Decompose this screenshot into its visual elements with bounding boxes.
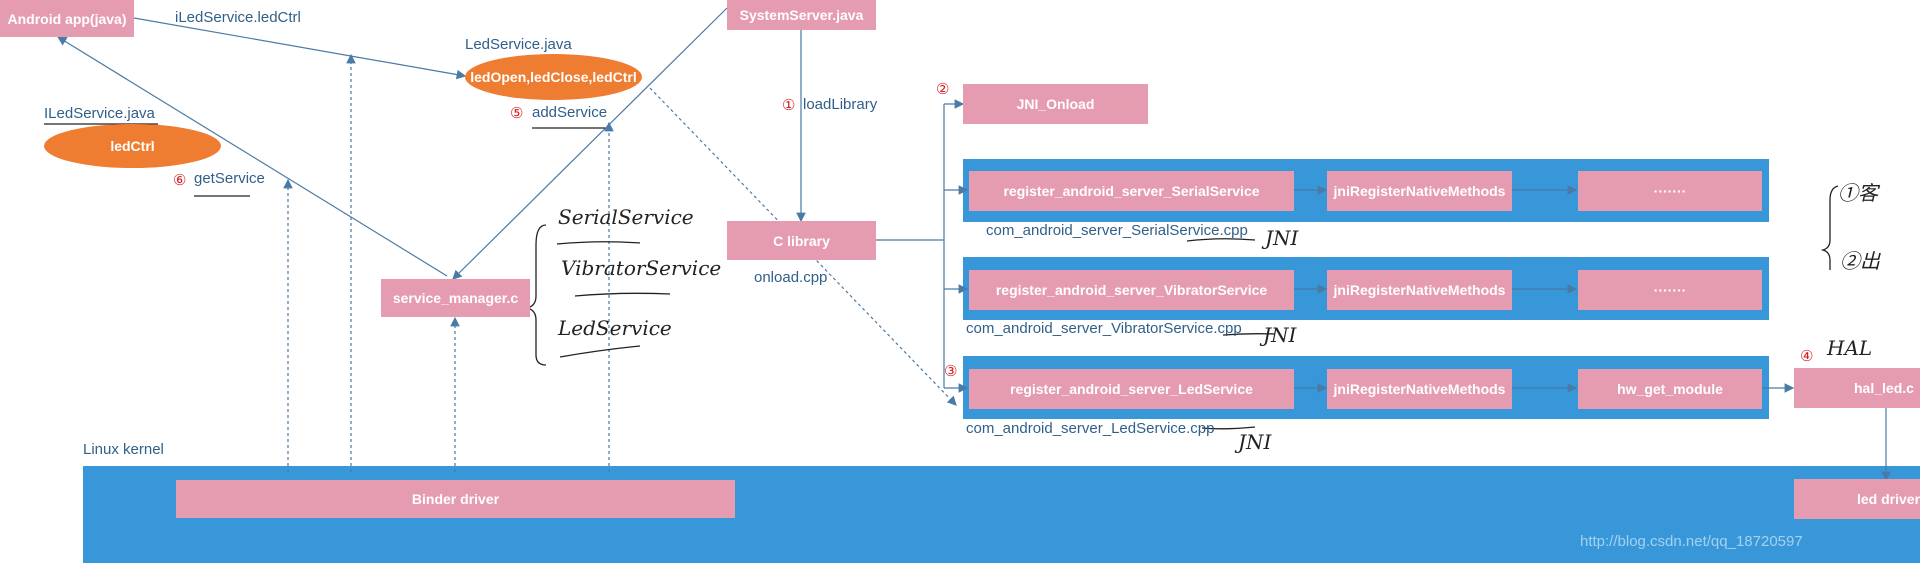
led-service-methods-ellipse: ledOpen,ledClose,ledCtrl — [465, 54, 642, 100]
vibrator-cpp-label: com_android_server_VibratorService.cpp — [966, 320, 1242, 337]
binder-driver-box: Binder driver — [176, 480, 735, 518]
jni-onload-box: JNI_Onload — [963, 84, 1148, 124]
register-led-box: register_android_server_LedService — [969, 369, 1294, 409]
system-server-box: SystemServer.java — [727, 0, 876, 30]
add-service-label: addService — [532, 104, 608, 121]
serial-cpp-label: com_android_server_SerialService.cpp — [986, 222, 1248, 239]
jni-register-vibrator-box: jniRegisterNativeMethods — [1327, 270, 1512, 310]
hal-led-box: hal_led.c — [1794, 368, 1920, 408]
get-service-label: getService — [194, 170, 265, 187]
step-number-5: ⑤ — [510, 105, 524, 122]
handwritten-note-2: ②出 — [1840, 249, 1880, 273]
onload-cpp-label: onload.cpp — [754, 269, 828, 286]
step-number-6: ⑥ — [173, 172, 187, 189]
register-vibrator-box: register_android_server_VibratorService — [969, 270, 1294, 310]
dots-vibrator-box: ······· — [1578, 270, 1762, 310]
handwritten-jni-vibrator: JNI — [1263, 323, 1297, 347]
android-app-box: Android app(java) — [0, 0, 134, 37]
handwritten-jni-serial: JNI — [1265, 226, 1299, 250]
jni-register-led-box: jniRegisterNativeMethods — [1327, 369, 1512, 409]
iled-service-java-label: ILedService.java — [44, 105, 155, 122]
handwritten-jni-led: JNI — [1238, 430, 1272, 454]
step-number-4: ④ — [1800, 348, 1814, 365]
iled-ctrl-ellipse: ledCtrl — [44, 124, 221, 168]
led-service-java-label: LedService.java — [465, 36, 572, 53]
watermark-text: http://blog.csdn.net/qq_18720597 — [1580, 533, 1803, 550]
handwritten-led-service: LedService — [558, 316, 672, 340]
step-number-2: ② — [936, 81, 950, 98]
iled-call-label: iLedService.ledCtrl — [175, 9, 301, 26]
step-number-1: ① — [782, 97, 796, 114]
handwritten-note-1: ①客 — [1838, 181, 1878, 205]
led-driver-box: led driver — [1794, 479, 1920, 519]
handwritten-hal: HAL — [1827, 336, 1873, 360]
dots-serial-box: ······· — [1578, 171, 1762, 211]
handwritten-serial-service: SerialService — [558, 205, 694, 229]
linux-kernel-label: Linux kernel — [83, 441, 164, 458]
c-library-box: C library — [727, 221, 876, 260]
hw-get-module-box: hw_get_module — [1578, 369, 1762, 409]
handwritten-vibrator-service: VibratorService — [561, 256, 722, 280]
service-manager-box: service_manager.c — [381, 279, 530, 317]
register-serial-box: register_android_server_SerialService — [969, 171, 1294, 211]
jni-register-serial-box: jniRegisterNativeMethods — [1327, 171, 1512, 211]
led-cpp-label: com_android_server_LedService.cpp — [966, 420, 1215, 437]
load-library-label: loadLibrary — [803, 96, 878, 113]
step-number-3: ③ — [944, 363, 958, 380]
